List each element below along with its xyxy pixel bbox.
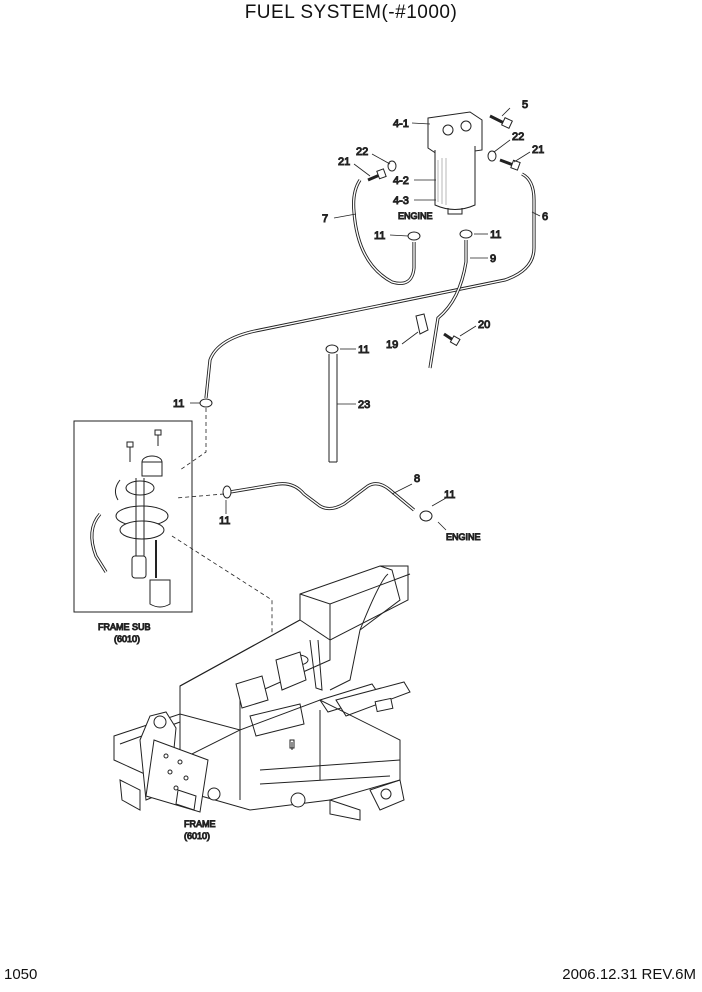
connector-line	[171, 535, 273, 660]
page-number: 1050	[4, 966, 38, 983]
callout-11-e: 11	[219, 515, 230, 527]
callout-6: 6	[542, 211, 548, 223]
callout-5: 5	[522, 99, 528, 111]
hose-8-core	[229, 483, 415, 511]
connector-line	[179, 408, 207, 471]
filter-head	[427, 111, 483, 157]
callout-21-right: 21	[532, 144, 544, 156]
hose-6-core	[205, 173, 535, 399]
clamp-11-a	[407, 231, 421, 241]
hose-9	[428, 240, 468, 369]
callout-23: 23	[358, 399, 370, 411]
filter-head-port	[460, 120, 472, 132]
callout-21-left: 21	[338, 156, 350, 168]
connector-line	[175, 493, 225, 499]
page-title: FUEL SYSTEM(-#1000)	[244, 2, 458, 23]
frame-ref: (6010)	[184, 831, 210, 841]
fitting-21-right	[499, 158, 521, 171]
callout-11-a: 11	[374, 230, 385, 242]
callout-19: 19	[386, 339, 398, 351]
frame-sub-ref: (6010)	[114, 634, 140, 644]
bolt-20	[443, 332, 461, 347]
callout-22-left: 22	[356, 146, 368, 158]
leader-lines	[190, 107, 541, 531]
callout-11-c: 11	[173, 398, 184, 410]
washer-22-left	[387, 160, 397, 172]
clamp-11-c	[199, 398, 213, 408]
washer-22-right	[487, 150, 497, 162]
revision-date: 2006.12.31 REV.6M	[562, 966, 696, 983]
filter-bowl-shade	[437, 158, 447, 205]
filter-head-port	[442, 124, 454, 136]
callout-11-b: 11	[490, 229, 501, 241]
callout-11-f: 11	[444, 489, 455, 501]
fuel-filter-assembly	[427, 111, 483, 215]
callout-20: 20	[478, 319, 490, 331]
callout-4-2: 4-2	[393, 175, 409, 187]
callout-4-3: 4-3	[393, 195, 409, 207]
fuel-sender-assembly	[90, 429, 171, 608]
bracket-19	[415, 313, 429, 335]
filter-drain	[447, 208, 463, 215]
hose-9-core	[429, 240, 467, 369]
frame-label: FRAME	[184, 819, 216, 829]
frame-sub-box	[73, 420, 193, 613]
callout-8: 8	[414, 473, 420, 485]
tube-23	[328, 354, 338, 463]
clamp-11-f	[419, 510, 433, 522]
bolt-5	[489, 114, 513, 129]
callout-11-d: 11	[358, 344, 369, 356]
frame-sub-label: FRAME SUB	[98, 622, 151, 632]
clamp-11-e	[222, 485, 232, 499]
callout-22-right: 22	[512, 131, 524, 143]
hose-7-core	[352, 179, 415, 285]
filter-bowl	[434, 146, 476, 210]
clamp-11-b	[459, 229, 473, 239]
fitting-21-left	[367, 168, 387, 182]
callout-7: 7	[322, 213, 328, 225]
machine-frame	[113, 565, 411, 821]
callout-9: 9	[490, 253, 496, 265]
engine-label-top: ENGINE	[398, 211, 433, 221]
clamp-11-d	[325, 344, 339, 354]
hose-6	[204, 172, 536, 399]
callout-4-1: 4-1	[393, 118, 409, 130]
engine-label-bottom: ENGINE	[446, 532, 481, 542]
